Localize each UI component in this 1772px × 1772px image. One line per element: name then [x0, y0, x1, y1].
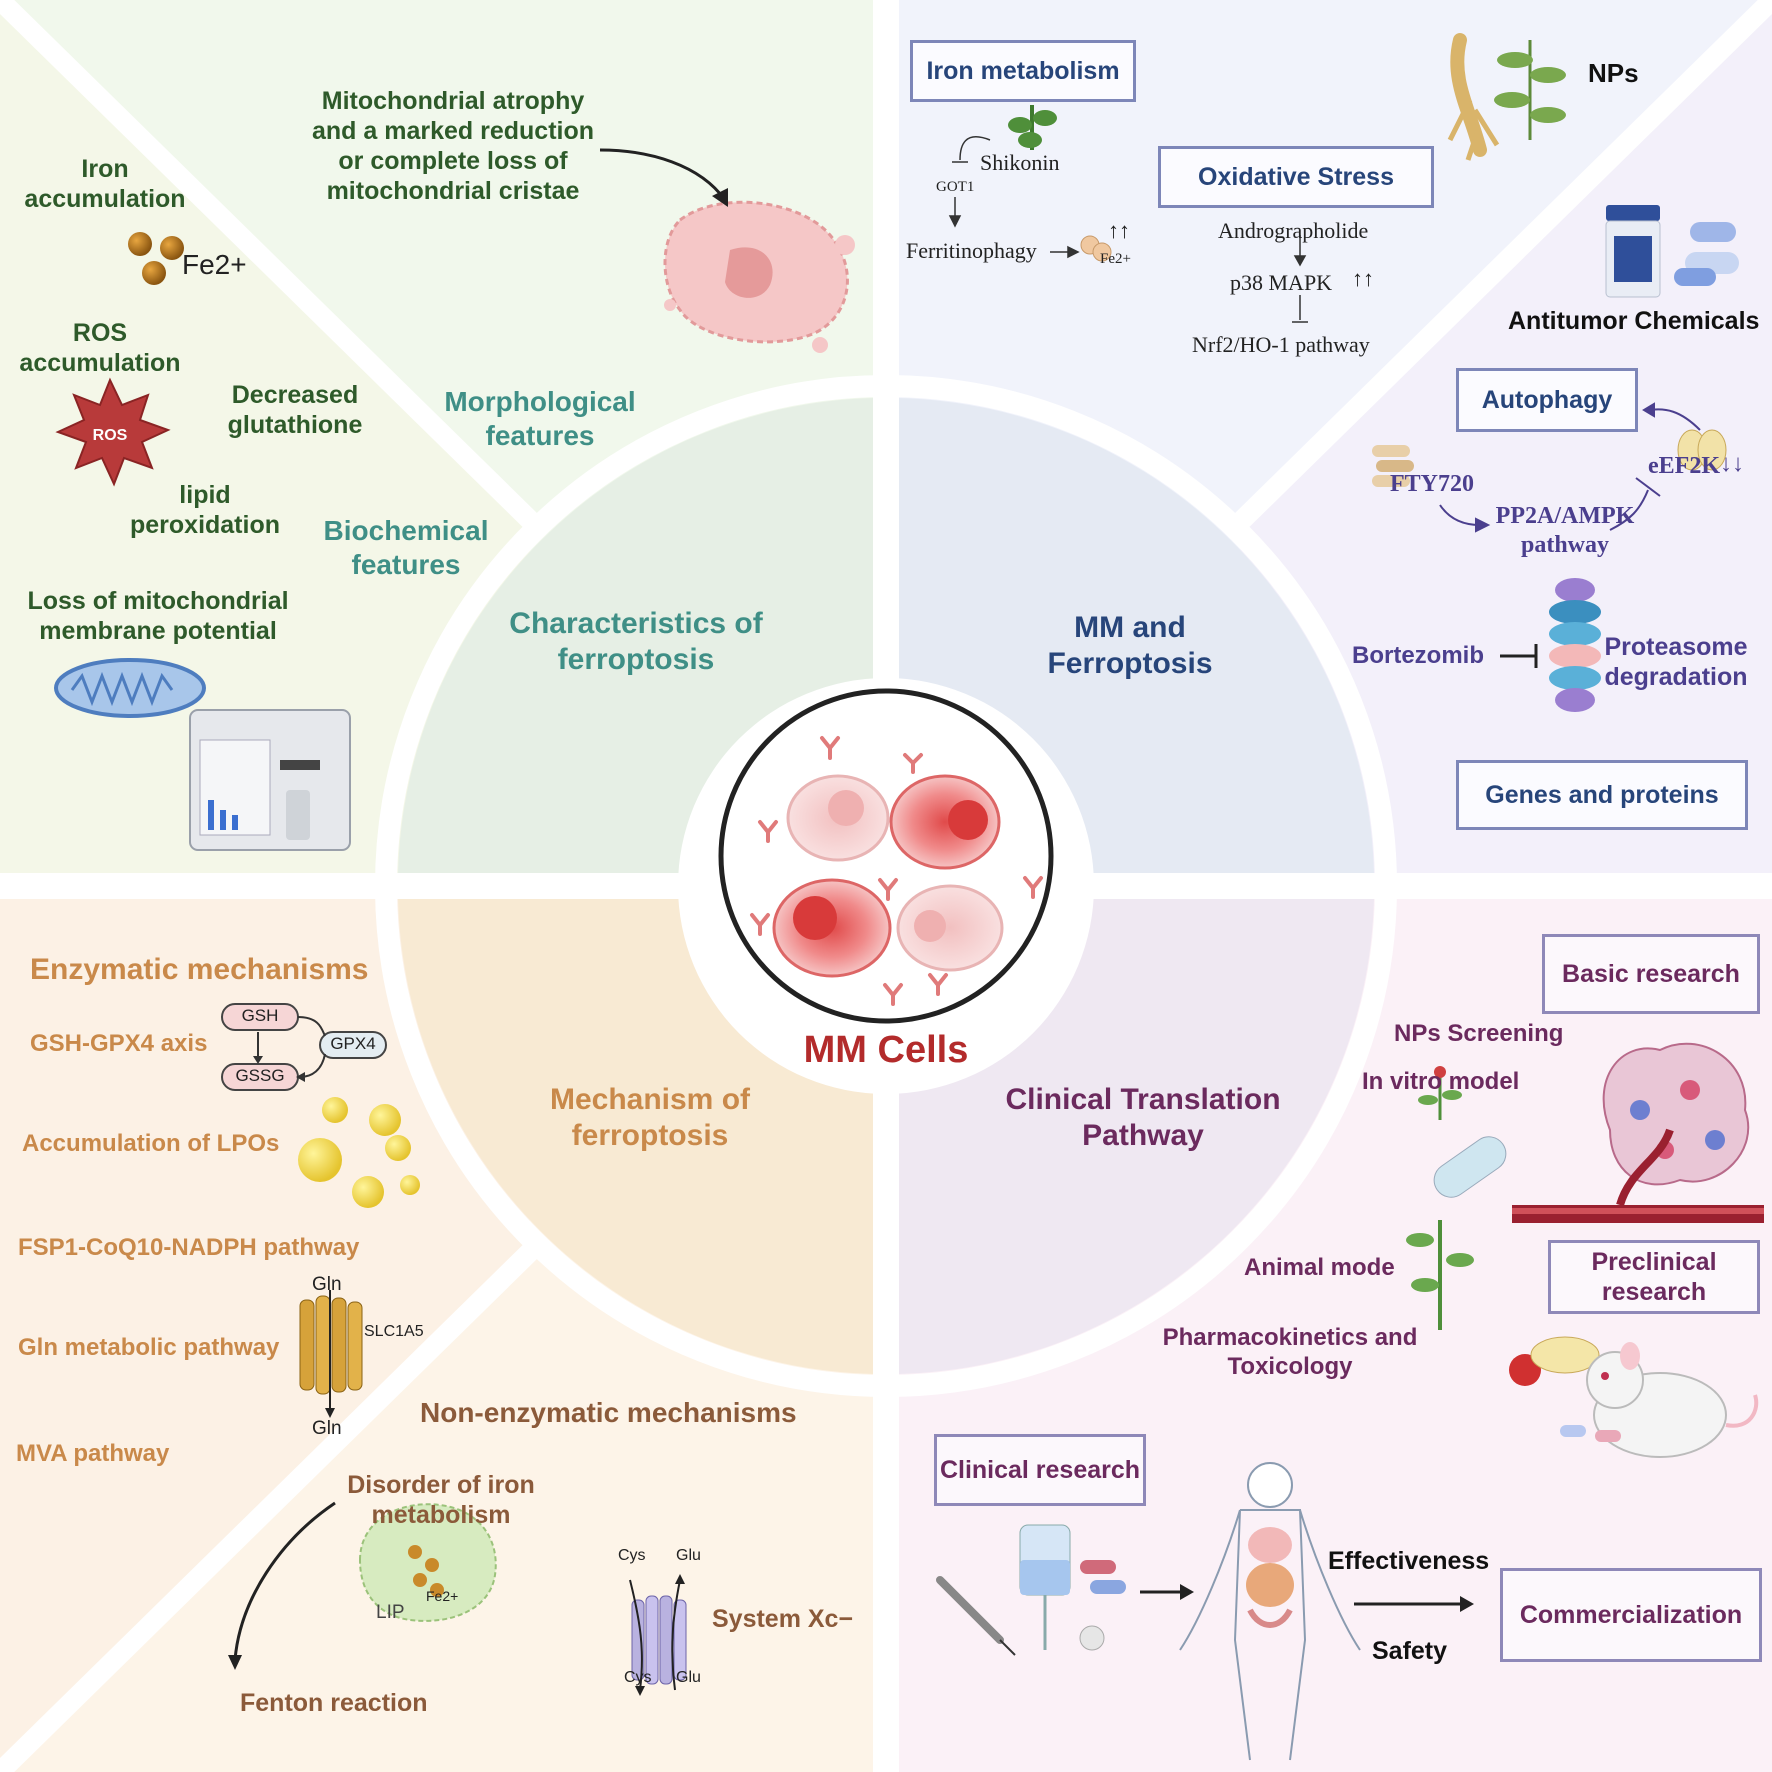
cys-top-label: Cys — [618, 1547, 646, 1564]
autophagy-arrows — [1439, 402, 1701, 533]
got1-label: GOT1 — [936, 179, 975, 195]
increase-arrows-fe: ↑↑ — [1108, 218, 1130, 243]
mva-pathway-label: MVA pathway — [16, 1440, 170, 1467]
morph-arrow — [599, 148, 727, 201]
lip-fe2-label: Fe2+ — [426, 1588, 459, 1604]
enzymatic-mechanisms-heading: Enzymatic mechanisms — [30, 953, 369, 986]
nps-screening-label: NPs Screening — [1394, 1020, 1564, 1047]
mitochondrial-atrophy-note: Mitochondrial atrophy and a marked reduc… — [311, 87, 595, 205]
oxidative-stress-box: Oxidative Stress — [1158, 146, 1434, 208]
fty720-pills-icon — [1372, 445, 1414, 487]
gpx4-label: GPX4 — [330, 1034, 376, 1053]
iron-disorder-label: Disorder of iron metabolism — [347, 1471, 535, 1529]
effectiveness-label: Effectiveness — [1328, 1547, 1490, 1575]
animal-mode-label: Animal mode — [1244, 1254, 1395, 1281]
eef2k-icon — [1677, 429, 1727, 471]
ferritin-icon — [1080, 235, 1112, 262]
andrographolide-label: Andrographolide — [1218, 218, 1369, 243]
tumor-vessel-icon — [1512, 1042, 1764, 1223]
ros-accumulation-label: ROS accumulation — [19, 319, 181, 377]
clinical-flow-arrows — [1140, 1590, 1462, 1606]
bortezomib-label: Bortezomib — [1352, 642, 1484, 669]
gssg-label: GSSG — [235, 1066, 285, 1085]
gln-top-label: Gln — [312, 1274, 342, 1295]
system-xc-transporter-icon — [629, 1574, 687, 1696]
slc1a5-label: SLC1A5 — [364, 1323, 424, 1340]
safety-label: Safety — [1372, 1637, 1448, 1665]
in-vitro-model-label: In vitro model — [1362, 1068, 1520, 1095]
fenton-arrow — [233, 1501, 336, 1661]
ferritinophagy-label: Ferritinophagy — [906, 238, 1037, 263]
ginseng-herb-icon — [1447, 33, 1566, 161]
biochemical-features-label: Biochemical features — [323, 515, 489, 580]
iron-metabolism-arrows — [948, 136, 1308, 323]
non-enzymatic-mechanisms-heading: Non-enzymatic mechanisms — [420, 1397, 797, 1428]
commercialization-box: Commercialization — [1500, 1568, 1762, 1662]
quadrant-title-clinical: Clinical Translation Pathway — [1005, 1083, 1281, 1152]
lipid-droplets-icon — [298, 1097, 420, 1208]
lpos-label: Accumulation of LPOs — [22, 1130, 280, 1157]
p38-mapk-label: p38 MAPK — [1230, 270, 1333, 295]
lip-label: LIP — [376, 1602, 405, 1623]
fty720-label: FTY720 — [1390, 471, 1474, 497]
antitumor-chemicals-label: Antitumor Chemicals — [1508, 307, 1760, 335]
ros-badge: ROS — [92, 427, 128, 444]
basic-research-box: Basic research — [1542, 934, 1760, 1014]
proteasome-icon — [1549, 578, 1601, 712]
preclinical-research-box: Preclinical research — [1548, 1240, 1760, 1314]
pk-tox-label: Pharmacokinetics and Toxicology — [1162, 1324, 1418, 1380]
center-title: MM Cells — [803, 1029, 969, 1071]
human-body-icon — [1179, 1462, 1361, 1761]
clinical-research-box: Clinical research — [934, 1434, 1146, 1506]
gsh-label: GSH — [241, 1006, 279, 1025]
morphological-features-label: Morphological features — [444, 386, 636, 451]
damaged-cell-illustration — [663, 200, 855, 353]
gln-bottom-label: Gln — [312, 1418, 342, 1439]
autophagy-box: Autophagy — [1456, 368, 1638, 432]
membrane-potential-label: Loss of mitochondrial membrane potential — [27, 587, 289, 645]
shikonin-label: Shikonin — [980, 150, 1060, 175]
fe2-label: Fe2+ — [182, 249, 247, 280]
slc1a5-transporter-icon — [299, 1290, 363, 1418]
shikonin-plant-icon — [1008, 105, 1057, 150]
pp2a-ampk-label: PP2A/AMPK pathway — [1495, 503, 1635, 558]
fenton-reaction-label: Fenton reaction — [240, 1689, 428, 1717]
iron-pool-cell-icon — [358, 1503, 497, 1622]
fsp1-pathway-label: FSP1-CoQ10-NADPH pathway — [18, 1234, 360, 1261]
glu-bottom-label: Glu — [676, 1669, 701, 1686]
mouse-lab-icon — [1406, 1220, 1759, 1458]
iron-accumulation-label: Iron accumulation — [24, 155, 186, 213]
decreased-glutathione-label: Decreased glutathione — [227, 381, 363, 439]
gsh-gpx4-axis-label: GSH-GPX4 axis — [30, 1030, 208, 1057]
ros-starburst-icon — [55, 377, 171, 487]
nrf2-label: Nrf2/HO-1 pathway — [1192, 332, 1370, 357]
mitochondrion-icon — [54, 658, 206, 718]
analyzer-machine-icon — [189, 709, 351, 851]
glu-top-label: Glu — [676, 1547, 701, 1564]
gln-metabolic-pathway-label: Gln metabolic pathway — [18, 1334, 280, 1361]
increase-arrows-p38: ↑↑ — [1352, 266, 1374, 291]
pill-bottle-icon — [1605, 205, 1739, 298]
genes-proteins-box: Genes and proteins — [1456, 760, 1748, 830]
quadrant-title-mm-ferroptosis: MM and Ferroptosis — [1047, 611, 1213, 680]
mm-cells-illustration — [750, 736, 1043, 1006]
mm-cell-dish — [718, 688, 1054, 1024]
fe2-small-label: Fe2+ — [1100, 251, 1131, 267]
lipid-peroxidation-label: lipid peroxidation — [129, 481, 280, 539]
cys-bottom-label: Cys — [624, 1669, 652, 1686]
iron-metabolism-box: Iron metabolism — [910, 40, 1136, 102]
infusion-syringe-icon — [936, 1524, 1126, 1656]
capsule-plant-icon — [1418, 1066, 1507, 1198]
system-xc-label: System Xc− — [712, 1605, 854, 1633]
nps-label: NPs — [1588, 58, 1639, 88]
iron-beads-icon — [128, 232, 184, 285]
quadrant-title-mechanism: Mechanism of ferroptosis — [549, 1083, 751, 1152]
decrease-arrows-eef2k: ↓↓ — [1720, 450, 1744, 477]
gsh-cycle-diagram — [221, 1003, 387, 1091]
eef2k-label: eEF2K — [1648, 453, 1720, 479]
quadrant-title-characteristics: Characteristics of ferroptosis — [509, 607, 763, 676]
proteasome-label: Proteasome degradation — [1604, 633, 1748, 691]
